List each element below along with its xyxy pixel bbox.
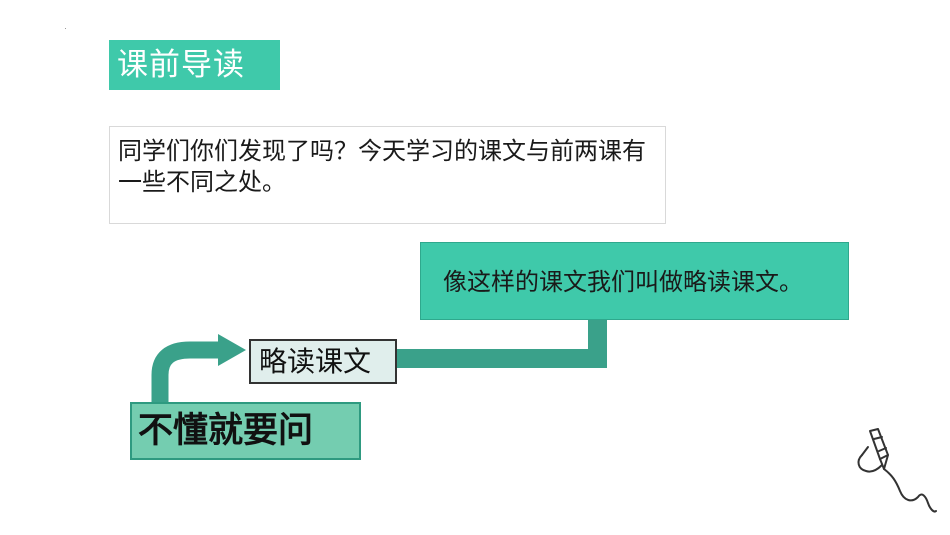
- tiny-dot: [65, 28, 66, 29]
- question-textbox: 同学们你们发现了吗？今天学习的课文与前两课有一些不同之处。: [109, 126, 666, 224]
- lesson-type-tag: 略读课文: [249, 339, 397, 384]
- connector-horizontal: [396, 349, 607, 368]
- answer-callout: 像这样的课文我们叫做略读课文。: [420, 242, 849, 320]
- lesson-keyword-box: 不懂就要问: [130, 402, 361, 460]
- pen-cable-icon: [857, 428, 937, 513]
- curved-arrow-icon: [151, 334, 246, 408]
- section-title: 课前导读: [109, 40, 280, 90]
